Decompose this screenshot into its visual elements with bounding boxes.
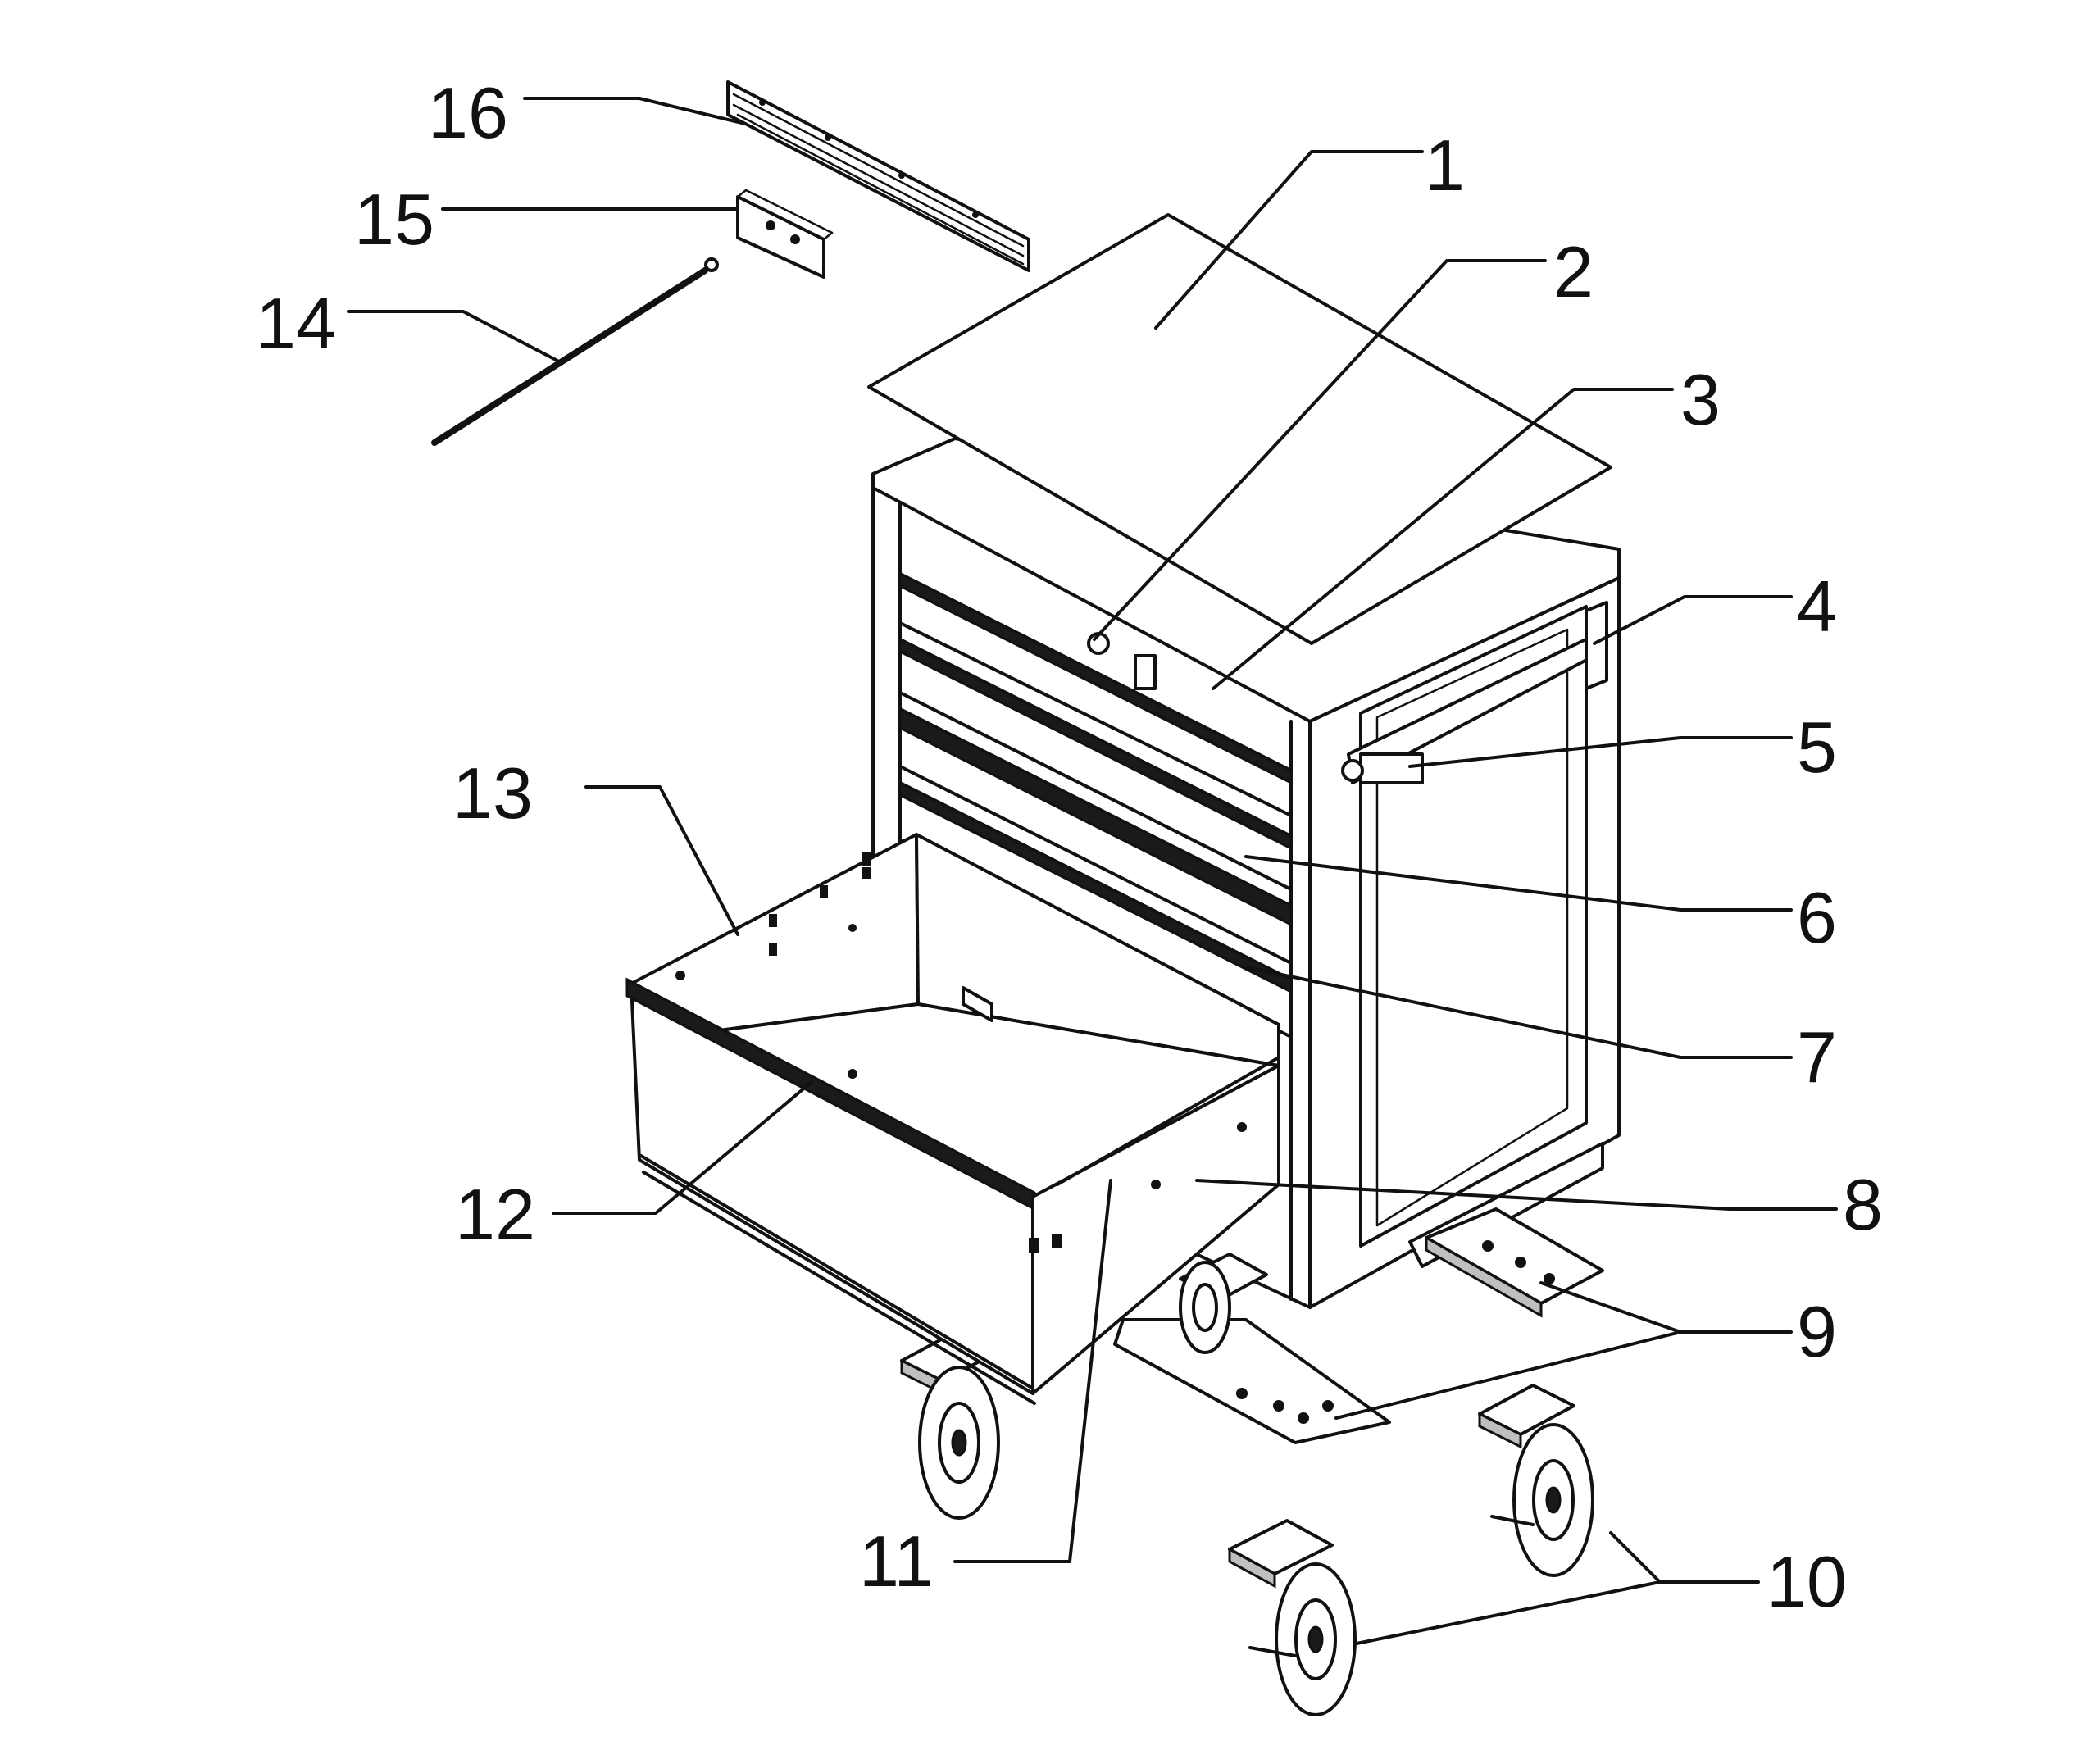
leader-9a bbox=[1539, 1281, 1793, 1334]
leader-13 bbox=[584, 785, 739, 936]
leader-5 bbox=[1408, 736, 1793, 768]
callout-12: 12 bbox=[455, 1174, 535, 1255]
part-caster-rear-left bbox=[1179, 1253, 1268, 1354]
leader-10a bbox=[1609, 1531, 1760, 1584]
leader-3 bbox=[1212, 388, 1674, 690]
part-caster-loose-right bbox=[1478, 1384, 1594, 1577]
callout-14: 14 bbox=[256, 283, 336, 364]
part-lid bbox=[867, 213, 1612, 645]
leader-11 bbox=[953, 1179, 1112, 1563]
part-side-handle bbox=[1341, 601, 1608, 784]
callout-4: 4 bbox=[1797, 566, 1837, 647]
callout-5: 5 bbox=[1797, 707, 1837, 788]
leader-8 bbox=[1195, 1179, 1838, 1211]
callout-6: 6 bbox=[1797, 877, 1837, 958]
part-base-plate-rear bbox=[1425, 1207, 1604, 1318]
callout-2: 2 bbox=[1553, 231, 1594, 312]
callout-16: 16 bbox=[428, 72, 508, 153]
leader-1 bbox=[1154, 150, 1424, 330]
part-slide-rail bbox=[726, 80, 1030, 272]
leader-2 bbox=[1093, 259, 1547, 641]
part-base-plate-front bbox=[1113, 1318, 1391, 1444]
callout-labels: 16 15 14 1 2 3 4 5 6 7 8 9 10 11 12 13 bbox=[256, 72, 1883, 1622]
part-open-drawer bbox=[625, 833, 1280, 1405]
callout-9: 9 bbox=[1797, 1291, 1837, 1372]
callout-13: 13 bbox=[452, 752, 533, 834]
leader-12 bbox=[552, 1080, 813, 1215]
callout-7: 7 bbox=[1797, 1016, 1837, 1098]
leader-14 bbox=[347, 310, 559, 362]
leader-9b bbox=[1334, 1330, 1682, 1420]
callout-10: 10 bbox=[1766, 1541, 1847, 1622]
leader-6 bbox=[1244, 855, 1793, 912]
callout-15: 15 bbox=[354, 179, 434, 260]
leader-4 bbox=[1593, 595, 1793, 645]
callout-3: 3 bbox=[1680, 359, 1721, 440]
callout-8: 8 bbox=[1843, 1164, 1883, 1245]
callout-11: 11 bbox=[859, 1521, 934, 1602]
callout-1: 1 bbox=[1425, 125, 1465, 206]
part-caster-loose-front bbox=[1228, 1519, 1357, 1716]
leader-7 bbox=[1244, 966, 1793, 1059]
part-bracket bbox=[736, 189, 834, 279]
leader-10b bbox=[1355, 1580, 1662, 1645]
leader-16 bbox=[523, 97, 743, 125]
leader-lines bbox=[347, 97, 1838, 1645]
part-rod bbox=[431, 257, 719, 446]
